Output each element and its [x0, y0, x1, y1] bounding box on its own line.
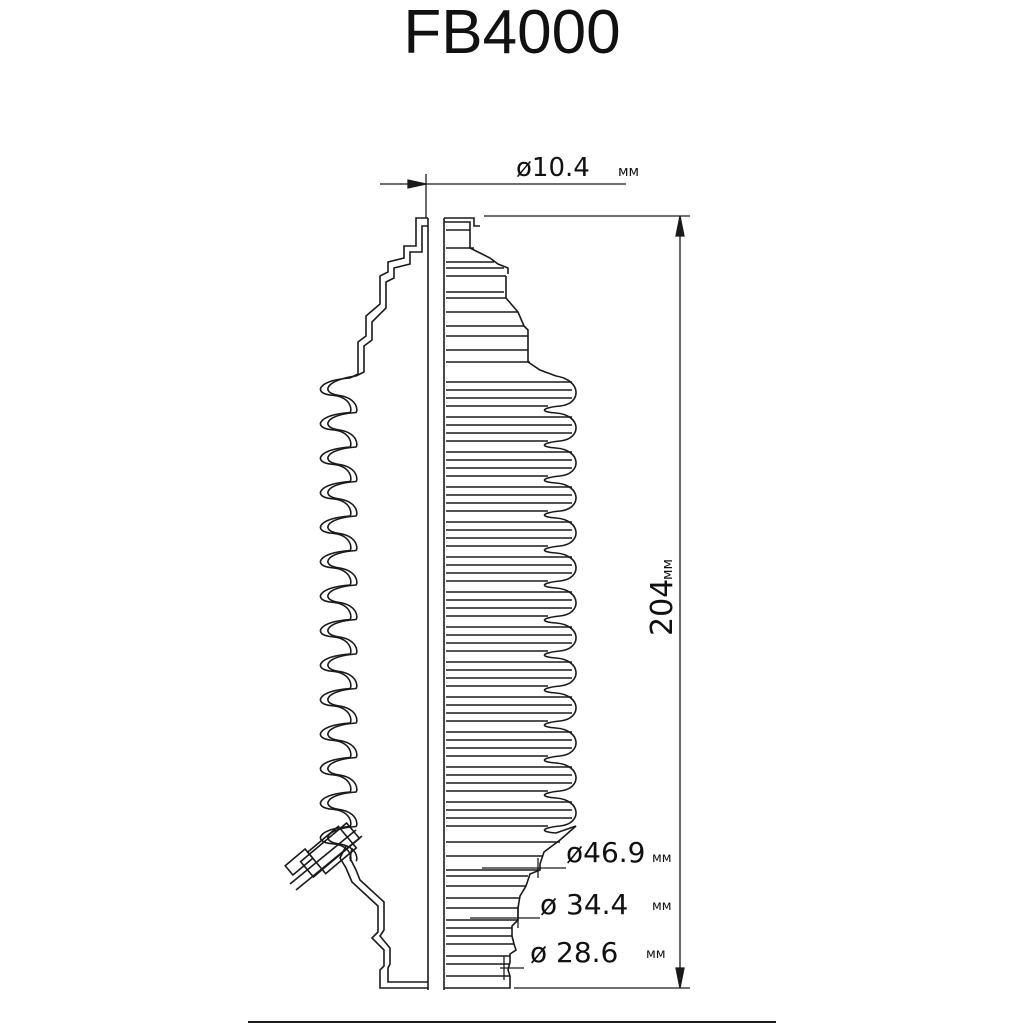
bellows-exterior-contour	[543, 375, 577, 834]
bottom-taper	[444, 825, 577, 989]
top-collar-outer	[349, 217, 428, 379]
bottom-collar-inner	[349, 847, 428, 983]
small-diameter-value: ø 28.6	[530, 936, 618, 969]
mid-diameter-value: ø 34.4	[540, 888, 628, 921]
clamp-fitting	[284, 821, 363, 891]
bellows-fold-lines	[446, 381, 572, 827]
part-number-title: FB4000	[403, 0, 621, 67]
bellows-inner-wall	[327, 375, 358, 862]
large-diameter-unit: мм	[652, 851, 672, 866]
length-unit: мм	[660, 559, 676, 580]
dimension-labels: ø10.4 мм 204 мм ø46.9 мм ø 34.4 мм ø 28.…	[516, 153, 680, 969]
dimension-lines	[380, 174, 690, 989]
top-tube	[444, 217, 509, 274]
top-diameter-value: ø10.4	[516, 153, 590, 183]
length-value: 204	[645, 579, 680, 636]
section-profile	[319, 217, 445, 990]
small-diameter-unit: мм	[646, 947, 666, 962]
bottom-collar-outer	[339, 845, 428, 989]
mid-diameter-unit: мм	[652, 899, 672, 914]
large-diameter-value: ø46.9	[566, 836, 645, 869]
top-diameter-unit: мм	[618, 164, 639, 180]
top-collar-inner	[355, 225, 428, 377]
exterior-view	[444, 217, 577, 989]
